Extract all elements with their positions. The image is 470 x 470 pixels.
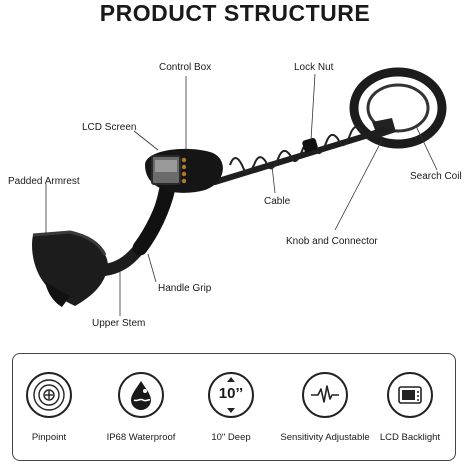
- page-title: PRODUCT STRUCTURE: [99, 0, 371, 26]
- handle-grip-graphic: [132, 180, 176, 256]
- feature-waterproof: IP68 Waterproof: [91, 372, 191, 443]
- feature-label: LCD Backlight: [379, 432, 441, 443]
- signal-wave-icon: [302, 372, 348, 418]
- label-lock-nut: Lock Nut: [294, 62, 334, 73]
- depth-icon: 10’’: [208, 372, 254, 418]
- screen-icon: [387, 372, 433, 418]
- feature-label: IP68 Waterproof: [106, 432, 176, 443]
- water-drop-icon: [118, 372, 164, 418]
- label-cable: Cable: [264, 196, 291, 207]
- label-knob-connector: Knob and Connector: [286, 236, 378, 247]
- cable-graphic: [229, 125, 363, 173]
- feature-pinpoint: Pinpoint: [0, 372, 99, 443]
- target-icon: [26, 372, 72, 418]
- label-upper-stem: Upper Stem: [92, 318, 146, 329]
- label-padded-armrest: Padded Armrest: [8, 176, 80, 187]
- label-control-box: Control Box: [159, 62, 212, 73]
- padded-armrest-graphic: [32, 230, 108, 307]
- search-coil-graphic: [349, 67, 447, 149]
- feature-lcd-backlight: LCD Backlight: [360, 372, 460, 443]
- depth-value: 10’’: [218, 385, 244, 402]
- metal-detector-illustration: [32, 67, 447, 316]
- label-search-coil: Search Coil: [410, 171, 462, 182]
- feature-depth: 10’’ 10" Deep: [181, 372, 281, 443]
- feature-label: Pinpoint: [31, 432, 67, 443]
- lock-nut-graphic: [302, 137, 318, 153]
- feature-sensitivity: Sensitivity Adjustable: [275, 372, 375, 443]
- label-handle-grip: Handle Grip: [158, 283, 212, 294]
- feature-label: Sensitivity Adjustable: [280, 432, 370, 443]
- label-lcd-screen: LCD Screen: [82, 122, 137, 133]
- features-panel: Pinpoint IP68 Waterproof 10’’ 10" Deep: [12, 353, 456, 461]
- feature-label: 10" Deep: [211, 432, 251, 443]
- control-box-graphic: [145, 148, 223, 193]
